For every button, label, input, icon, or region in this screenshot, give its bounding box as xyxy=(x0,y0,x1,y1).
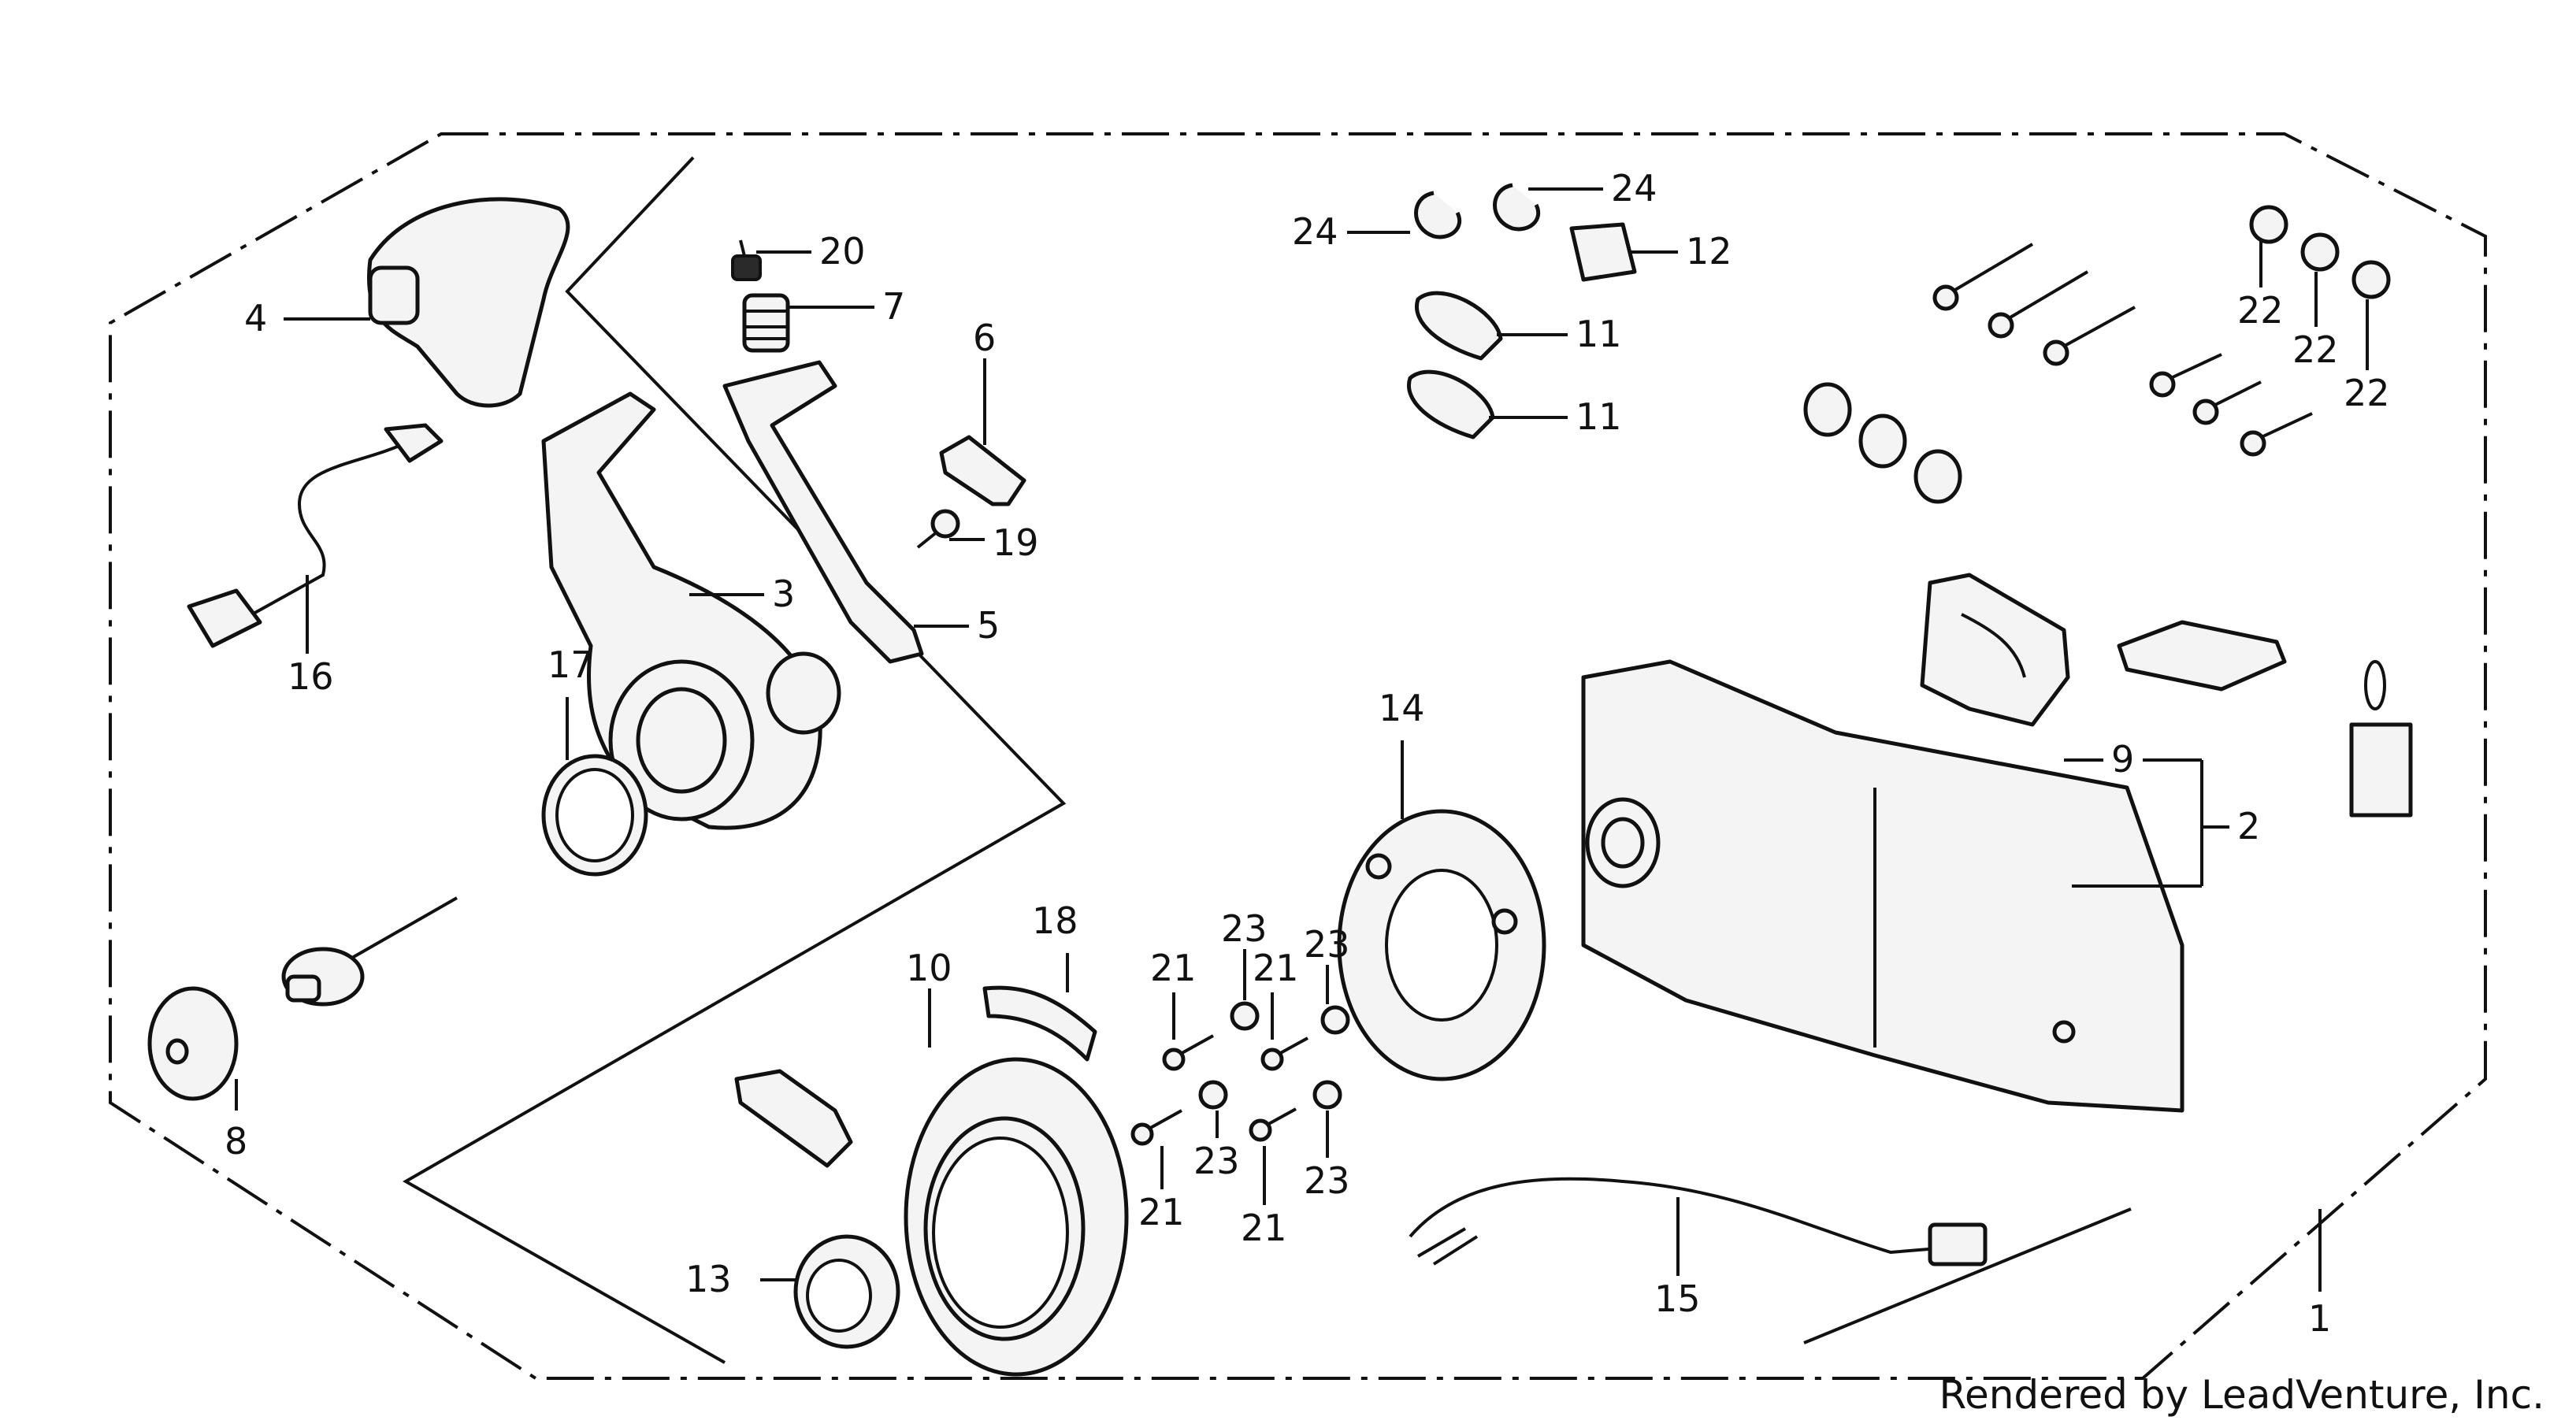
callout-22c: 22 xyxy=(2344,372,2390,414)
hardware-washers xyxy=(1803,382,1962,504)
callout-14: 14 xyxy=(1379,687,1425,729)
callout-22a: 22 xyxy=(2237,289,2284,332)
gasket-pad xyxy=(2117,620,2287,692)
tag xyxy=(2349,660,2413,818)
leader-lines xyxy=(235,187,2369,1344)
part-24-clips xyxy=(1414,183,1541,239)
callout-18: 18 xyxy=(1032,899,1078,942)
callout-7: 7 xyxy=(882,285,905,328)
callout-21d: 21 xyxy=(1241,1207,1287,1249)
part-14-plate xyxy=(1337,809,1546,1081)
callout-5: 5 xyxy=(977,604,1000,647)
part-21-screws xyxy=(1130,1034,1308,1146)
callout-10: 10 xyxy=(906,947,952,989)
part-19-screw xyxy=(916,509,960,549)
callout-24b: 24 xyxy=(1611,167,1657,210)
part-8-cap xyxy=(147,986,239,1101)
callout-24a: 24 xyxy=(1292,210,1338,253)
callout-2: 2 xyxy=(2237,805,2260,847)
callout-21a: 21 xyxy=(1150,947,1197,989)
part-18-strip xyxy=(982,985,1097,1062)
callout-15: 15 xyxy=(1654,1278,1701,1320)
part-10-cover xyxy=(904,1057,1129,1377)
part-23-washers xyxy=(1198,1001,1350,1110)
part-11-links xyxy=(1407,291,1503,439)
callout-labels: 1 2 3 4 5 6 7 8 9 10 11 11 12 13 14 15 1… xyxy=(225,167,2390,1340)
part-7-spring xyxy=(742,293,790,353)
part-20-screw xyxy=(731,239,762,281)
part-9-plate xyxy=(1920,573,2070,727)
part-22-nuts xyxy=(2249,205,2391,299)
callout-4: 4 xyxy=(244,297,267,339)
callout-11b: 11 xyxy=(1576,395,1622,438)
callout-3: 3 xyxy=(772,573,795,615)
part-3-control-arm xyxy=(541,391,841,830)
subassembly-outline xyxy=(402,156,1067,1364)
callout-17: 17 xyxy=(547,643,594,686)
callout-23b: 23 xyxy=(1304,923,1350,966)
part-13-detent xyxy=(793,1234,900,1349)
callout-23a: 23 xyxy=(1221,907,1268,950)
callout-23c: 23 xyxy=(1193,1140,1240,1182)
part-17-o-ring xyxy=(541,754,648,877)
shaft xyxy=(281,896,458,1007)
part-12-block xyxy=(1569,222,1637,282)
assembly-outline xyxy=(109,132,2487,1380)
callout-20: 20 xyxy=(819,230,866,273)
hardware-wood-screws xyxy=(2149,353,2313,457)
callout-22b: 22 xyxy=(2292,328,2339,371)
part-15-cable xyxy=(1409,1177,1988,1266)
callout-23d: 23 xyxy=(1304,1159,1350,1202)
callout-9: 9 xyxy=(2111,738,2134,781)
callout-11a: 11 xyxy=(1576,313,1622,355)
hardware-long-screws xyxy=(1932,243,2136,366)
part-5-shift-lever xyxy=(722,360,924,664)
render-credit: Rendered by LeadVenture, Inc. xyxy=(1939,1372,2544,1418)
callout-13: 13 xyxy=(685,1258,732,1300)
part-6-block xyxy=(939,435,1026,506)
callout-6: 6 xyxy=(973,317,996,359)
callout-21b: 21 xyxy=(1253,947,1299,989)
part-16-harness xyxy=(187,423,444,648)
callout-21c: 21 xyxy=(1138,1191,1185,1233)
callout-16: 16 xyxy=(288,655,334,698)
callout-12: 12 xyxy=(1686,230,1732,273)
part-4-lever-grip xyxy=(367,197,570,408)
callout-8: 8 xyxy=(225,1120,247,1163)
gasket-piece xyxy=(734,1069,853,1168)
callout-1: 1 xyxy=(2308,1297,2331,1340)
part-2-housing xyxy=(1581,659,2184,1113)
callout-19: 19 xyxy=(993,521,1039,564)
